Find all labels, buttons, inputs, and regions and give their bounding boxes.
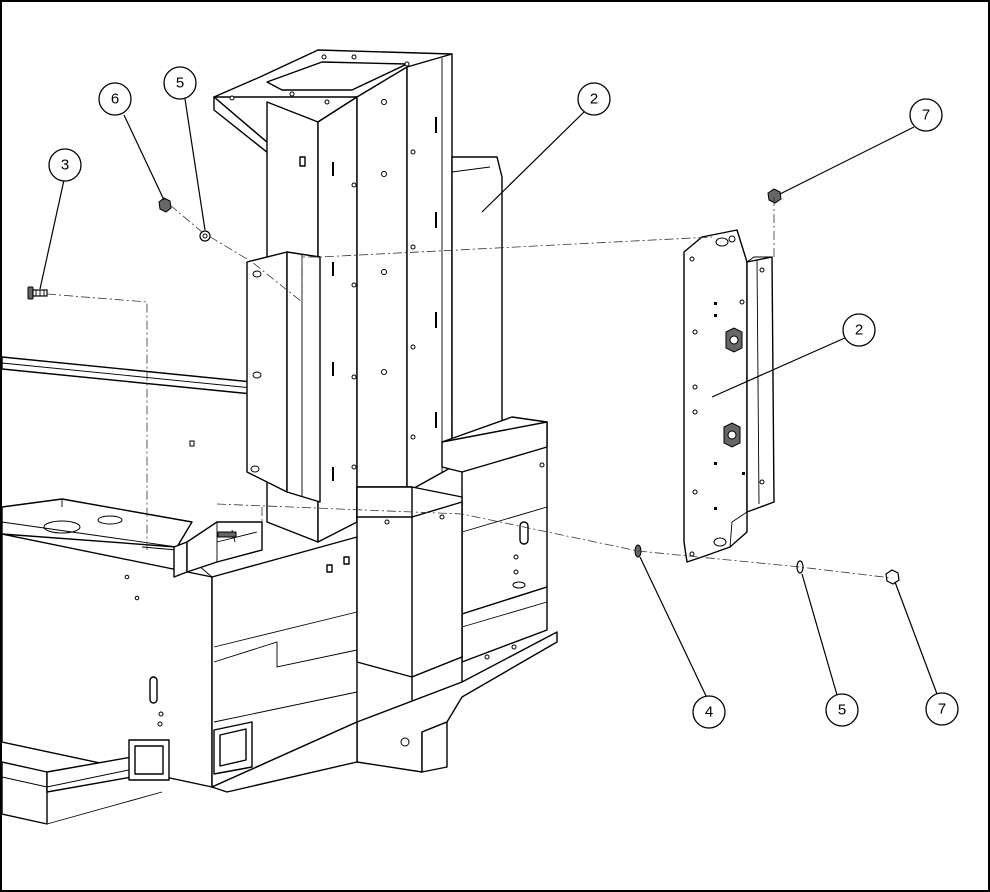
callout-label: 3 <box>61 157 69 174</box>
explosion-lines <box>46 197 893 579</box>
callout-leaders <box>39 98 938 699</box>
callout-7-right: 7 <box>925 692 959 726</box>
cross-rail <box>2 356 253 395</box>
mounting-plate <box>683 229 775 563</box>
inner-shelf <box>173 521 263 578</box>
mounting-flange <box>211 631 558 793</box>
callout-label: 5 <box>176 75 184 92</box>
nut-item-6 <box>158 197 172 213</box>
nut-item-7-right <box>885 569 900 585</box>
callout-7-top: 7 <box>909 98 943 132</box>
callout-label: 5 <box>838 702 846 719</box>
callout-3: 3 <box>48 148 82 182</box>
right-housing <box>441 416 548 663</box>
callout-label: 7 <box>938 701 946 718</box>
callout-5-top: 5 <box>163 66 197 100</box>
callout-label: 2 <box>590 91 598 108</box>
callout-2-plate: 2 <box>842 313 876 347</box>
base-frame <box>2 498 413 825</box>
callout-label: 7 <box>922 107 930 124</box>
angle-bracket <box>189 251 321 503</box>
vertical-column <box>213 49 503 543</box>
middle-box <box>326 486 463 715</box>
screw-item-3 <box>27 286 48 300</box>
callout-4: 4 <box>692 695 726 729</box>
callout-2-top: 2 <box>577 82 611 116</box>
callout-6: 6 <box>98 82 132 116</box>
nut-item-7-top <box>767 188 782 204</box>
callout-5-right: 5 <box>825 693 859 727</box>
hardware <box>27 188 900 585</box>
callout-label: 6 <box>111 91 119 108</box>
callout-label: 2 <box>855 322 863 339</box>
callout-label: 4 <box>705 704 713 721</box>
